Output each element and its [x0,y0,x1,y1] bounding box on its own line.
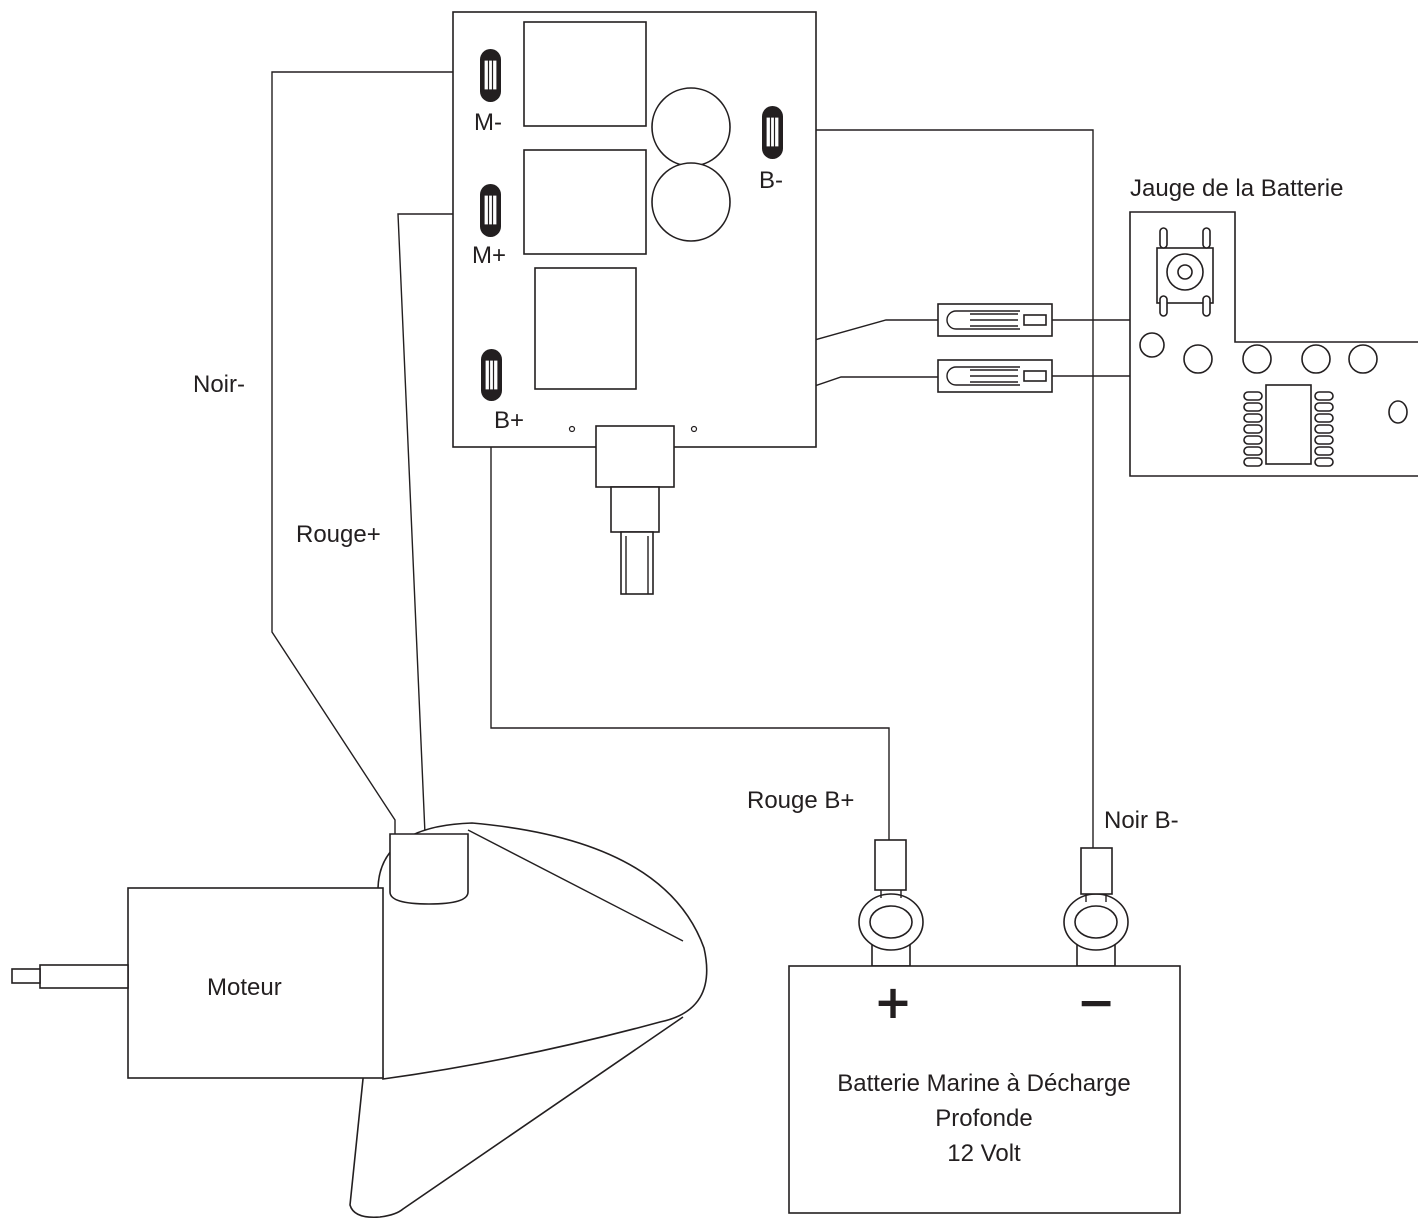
wire-noir-minus [271,71,480,834]
terminal-m-minus [480,49,501,102]
label-b-plus: B+ [494,407,524,434]
solder-point-1 [568,425,576,433]
battery-minus-sign: − [1077,975,1116,1029]
motor-shaft [39,964,129,989]
label-b-minus: B- [759,167,783,194]
battery-terminal-minus [1063,847,1129,967]
capacitor-2 [651,162,731,242]
battery-plus-sign: + [874,975,913,1029]
label-rouge-b-plus: Rouge B+ [747,787,854,814]
battery-label-line3: 12 Volt [947,1140,1021,1167]
relay-2 [523,149,647,255]
throttle-potentiometer [595,425,675,595]
label-motor: Moteur [207,974,282,1001]
label-rouge-plus: Rouge+ [296,521,381,548]
terminal-b-plus [481,349,502,401]
battery-label-line2: Profonde [935,1105,1032,1132]
controller-board [452,11,817,448]
motor-wire-cap [389,833,469,905]
terminal-b-minus [762,106,783,159]
gauge-connector-1 [937,303,1053,337]
relay-1 [523,21,647,127]
battery-body [788,965,1181,1214]
capacitor-1 [651,87,731,167]
solder-point-2 [690,425,698,433]
motor [11,822,708,1219]
wire-noir-b-minus [780,129,1094,848]
motor-body [127,887,384,1079]
label-m-plus: M+ [472,242,506,269]
label-noir-minus: Noir- [193,371,245,398]
battery-terminal-plus [858,839,924,967]
battery-label-line1: Batterie Marine à Décharge [837,1070,1130,1097]
label-noir-b-minus: Noir B- [1104,807,1179,834]
gauge-connector-2 [937,359,1053,393]
battery [788,839,1181,1214]
battery-gauge-board [1129,211,1418,477]
relay-3 [534,267,637,390]
terminal-m-plus [480,184,501,237]
wire-rouge-b-plus [490,395,890,840]
label-gauge-title: Jauge de la Batterie [1130,175,1343,202]
label-m-minus: M- [474,109,502,136]
